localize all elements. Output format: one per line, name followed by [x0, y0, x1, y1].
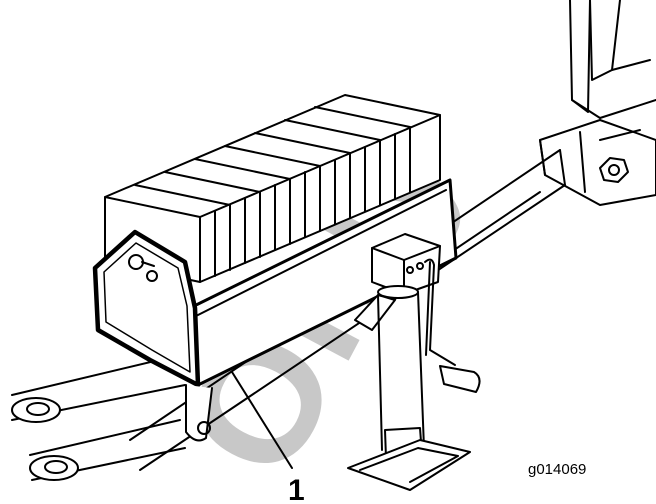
callout-1-label: 1	[288, 474, 305, 504]
figure-id: g014069	[528, 461, 586, 478]
weight-carrier-bracket	[92, 178, 458, 442]
callout-1-leader	[231, 371, 293, 469]
hitch-arm-lower	[29, 419, 186, 481]
line-art	[11, 0, 656, 491]
jack-stand	[347, 233, 481, 491]
hitch-arm-upper	[11, 354, 186, 423]
hitch-receiver	[539, 119, 656, 206]
weight-stack	[104, 94, 441, 283]
upright-frame	[569, 0, 656, 119]
